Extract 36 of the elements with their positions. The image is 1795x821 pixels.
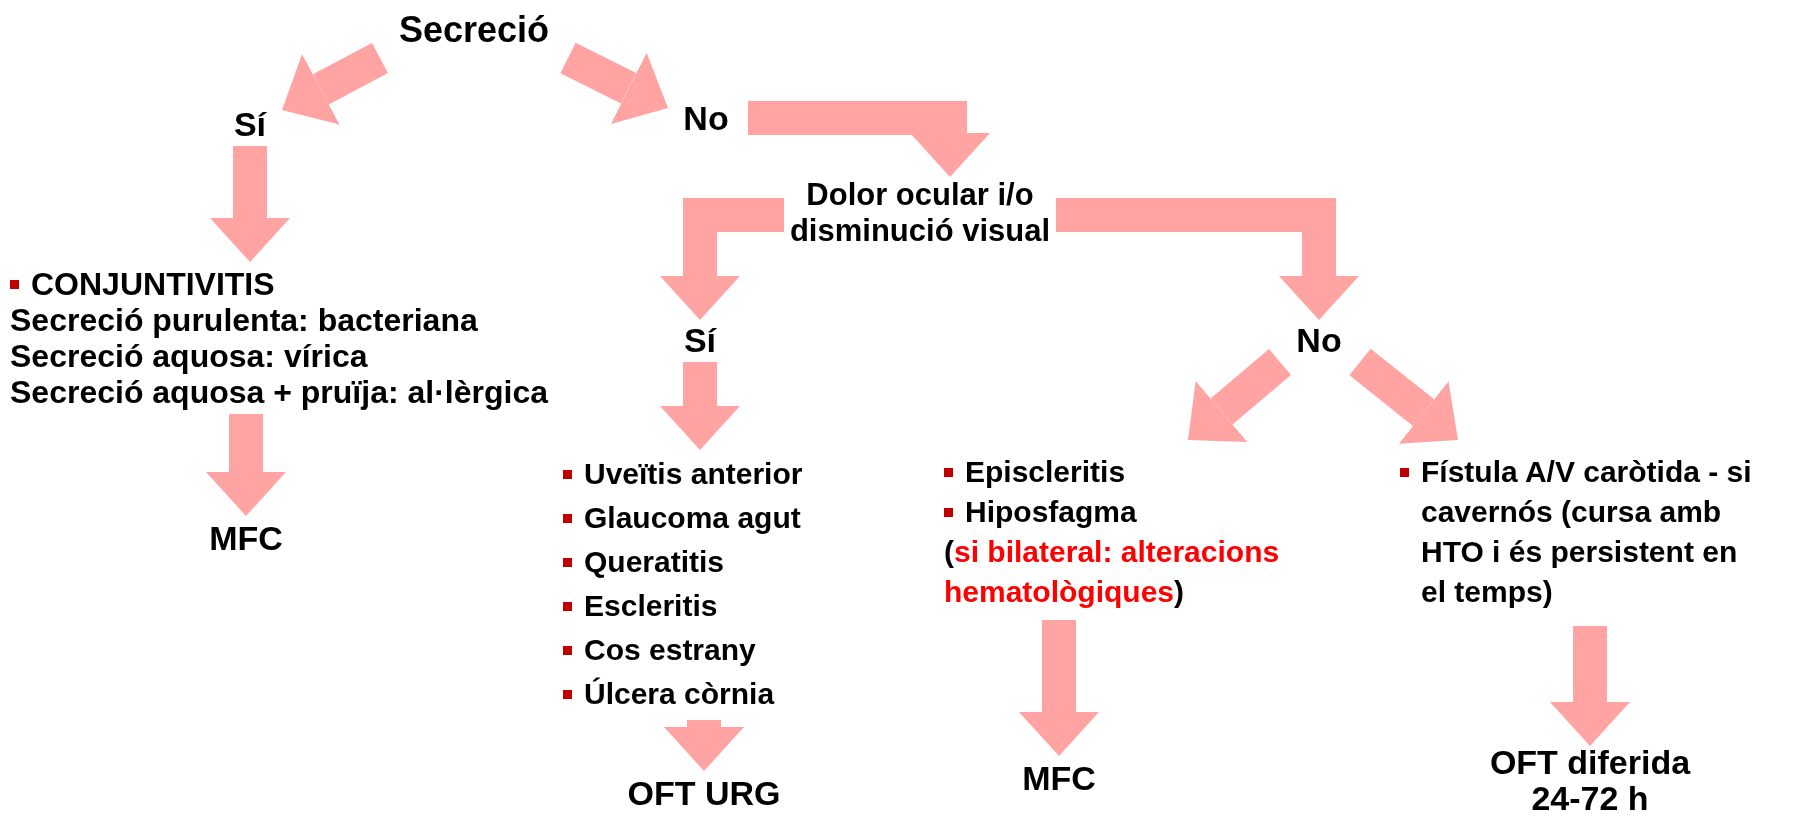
answer-label: Sí [210,104,290,144]
decision-label: Secreció [379,8,569,52]
block-arrow [1056,198,1359,320]
decision-label: Dolor ocular i/o disminució visual [784,177,1056,249]
outcome-label: OFT URG [604,773,804,813]
block-arrow [1349,348,1458,444]
block-arrow [664,720,744,771]
block-arrow [206,414,286,516]
outcome-label: MFC [176,518,316,558]
diagnosis-text: Secreció purulenta: bacteriana [10,302,478,338]
diagnosis-heading: CONJUNTIVITIS [31,266,275,302]
answer-label: No [1277,320,1361,360]
diagnosis-item: Úlcera còrnia [584,676,775,712]
diagnosis-text: Secreció aquosa + pruïja: al·lèrgica [10,374,548,410]
outcome-label: MFC [989,758,1129,798]
block-arrow [282,42,388,125]
diagnosis-item: Fístula A/V caròtida - si cavernós (cursa amb HTO i és persistent en el temps) [1421,454,1753,610]
outcome-label: OFT diferida 24-72 h [1465,744,1715,816]
answer-label: No [664,98,748,138]
diagnosis-item: Cos estrany [584,632,756,668]
diagnosis-item: Episcleritis [965,454,1126,490]
diagnosis-item: Escleritis [584,588,718,624]
diagnosis-text: Secreció aquosa: vírica [10,338,368,374]
diagnosis-item: Hiposfagma [965,494,1137,530]
block-arrow [660,362,740,450]
block-arrow [1019,620,1099,756]
block-arrow [1550,626,1630,746]
note-text: (si bilateral: alteracions hematològiques) [944,534,1281,610]
answer-label: Sí [660,320,740,360]
diagnosis-item: Uveïtis anterior [584,456,803,492]
diagnosis-item: Glaucoma agut [584,500,801,536]
block-arrow [748,101,990,177]
diagnosis-item: Queratitis [584,544,725,580]
block-arrow [1188,349,1291,443]
block-arrow [210,146,290,262]
block-arrow [560,42,668,125]
